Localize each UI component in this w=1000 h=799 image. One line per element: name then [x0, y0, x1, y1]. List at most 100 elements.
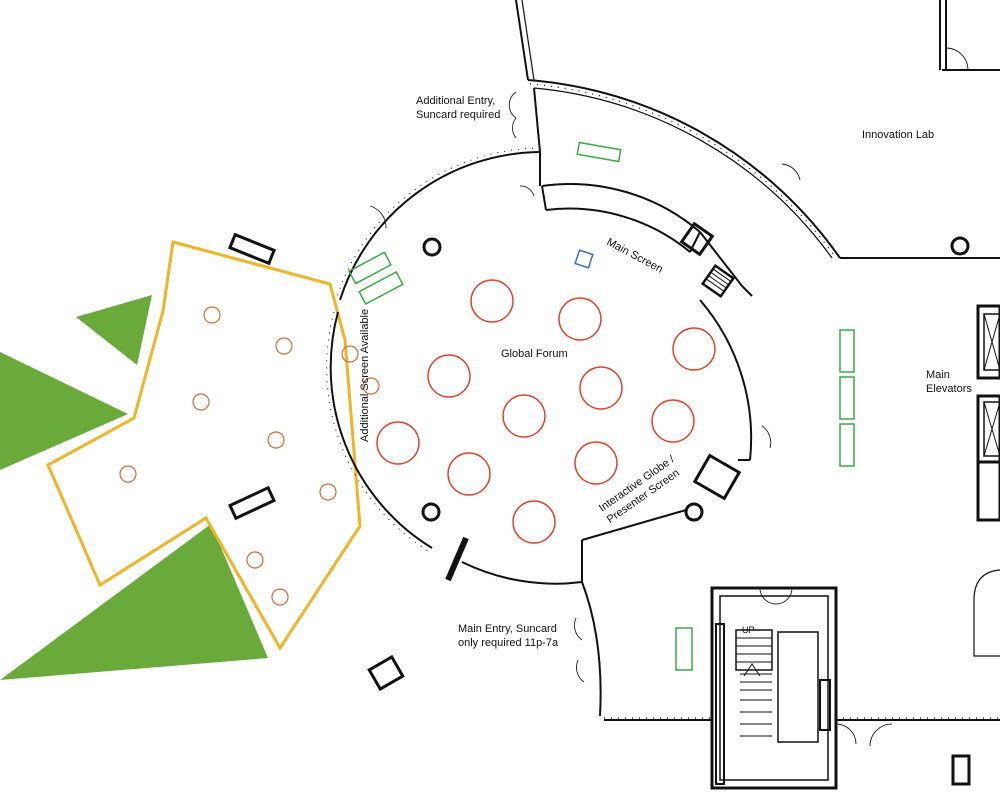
- lab-west-vertical: [533, 87, 541, 186]
- landscape-triangle-large: [0, 524, 268, 680]
- door-swing-icon: [759, 587, 793, 605]
- north-vertical-wall: [939, 0, 947, 70]
- rotunda-wall: [329, 151, 541, 549]
- outdoor-seat: [362, 377, 380, 395]
- innovation-lab-label: Innovation Lab: [862, 129, 934, 141]
- hall-screen: [839, 423, 855, 467]
- stair-up-label: UP: [742, 625, 755, 635]
- podium: [574, 249, 594, 269]
- interactive-globe-label: Interactive Globe / Presenter Screen: [597, 452, 688, 526]
- stair-icon: [736, 637, 772, 737]
- stair-block: [777, 631, 819, 743]
- main-entry-label-line1: Main Entry, Suncard: [458, 623, 557, 635]
- table: [512, 500, 556, 544]
- main-entry-wall: [581, 581, 602, 717]
- bench: [367, 654, 405, 692]
- outdoor-seat: [271, 588, 289, 606]
- stairwell-inner: [719, 595, 829, 781]
- outdoor-patio-boundary: [46, 240, 362, 651]
- additional-entry-label-line1: Additional Entry,: [416, 95, 495, 107]
- table: [427, 354, 471, 398]
- bench: [227, 232, 277, 266]
- stairwell-outer: [710, 586, 838, 790]
- innovation-lab-room: [508, 0, 1000, 259]
- stair-block: [735, 629, 773, 671]
- door-swing-icon: [508, 91, 517, 139]
- additional-screen: [348, 251, 392, 285]
- door-swing-icon: [835, 723, 857, 745]
- stair-railing: [819, 679, 831, 731]
- additional-screen-label: Additional Screen Available: [359, 309, 371, 442]
- door-swing-icon: [369, 205, 387, 229]
- outdoor-seat: [119, 465, 137, 483]
- forum-south-wall: [581, 459, 750, 582]
- table: [502, 394, 546, 438]
- table: [651, 399, 695, 443]
- stair-railing: [715, 623, 725, 785]
- table: [558, 297, 602, 341]
- additional-entry-label: Additional Entry, Suncard required: [416, 95, 500, 121]
- table: [447, 452, 491, 496]
- lab-curved-wall-ticks: [529, 83, 837, 259]
- table: [574, 441, 618, 485]
- additional-screen: [358, 270, 404, 306]
- rotunda-wall-bottom: [461, 561, 583, 585]
- grate-icon: [700, 263, 736, 299]
- main-screen-label: Main Screen: [605, 236, 665, 276]
- door-swing-icon: [781, 163, 801, 181]
- corridor-screen: [675, 627, 693, 671]
- table: [672, 327, 716, 371]
- outdoor-seat: [275, 337, 293, 355]
- forum-east-wall: [699, 231, 753, 297]
- main-screen-wall-inner: [545, 207, 691, 253]
- outdoor-seating: [119, 306, 380, 606]
- lab-curved-wall: [527, 79, 841, 259]
- global-forum-room: [326, 147, 970, 585]
- door-swing-icon: [869, 723, 893, 747]
- outdoor-seat: [246, 551, 264, 569]
- stairwell-area: [573, 581, 1000, 790]
- hall-screen: [839, 376, 855, 420]
- column-circle-icon: [684, 502, 704, 522]
- outdoor-seat: [203, 306, 221, 324]
- elevator-shafts: [976, 304, 1000, 522]
- door-swing-icon: [573, 617, 585, 683]
- door-swing-icon: [945, 47, 969, 71]
- main-screen-wall: [541, 183, 701, 233]
- outdoor-benches: [227, 232, 971, 786]
- door-panel: [445, 536, 469, 582]
- outdoor-seat: [192, 393, 210, 411]
- landscape-triangle-small: [76, 295, 152, 365]
- northwest-wall: [515, 0, 529, 81]
- main-elevators-label-line2: Elevators: [926, 383, 972, 395]
- main-entry-label-line2: only required 11p-7a: [458, 637, 559, 649]
- landscape-group: [0, 295, 268, 680]
- forum-tables: [376, 279, 716, 544]
- main-elevators-label-line1: Main: [926, 369, 950, 381]
- bench: [228, 485, 276, 521]
- outdoor-seat: [267, 431, 285, 449]
- outdoor-seat: [319, 483, 337, 501]
- rotunda-wall-right: [699, 299, 753, 461]
- door-swing-icon: [519, 185, 535, 197]
- table: [376, 421, 420, 465]
- lab-screen: [576, 141, 622, 163]
- column-circle-icon: [422, 237, 442, 257]
- east-curved-wall: [973, 569, 1000, 657]
- elevator-area: [839, 304, 1000, 657]
- main-elevators-label: Main Elevators: [926, 369, 972, 395]
- landscape-triangle-left: [0, 352, 128, 470]
- bench: [951, 754, 971, 786]
- northwest-wall-inner: [521, 0, 535, 81]
- column-circle-icon: [950, 236, 970, 256]
- outdoor-seat: [341, 345, 359, 363]
- hall-screen: [839, 329, 855, 373]
- global-forum-label: Global Forum: [501, 348, 568, 360]
- additional-entry-label-line2: Suncard required: [416, 109, 500, 121]
- door-swing-icon: [761, 425, 772, 449]
- interactive-globe-box: [692, 453, 742, 501]
- equipment-box: [679, 221, 715, 257]
- lab-curved-wall-inner: [533, 87, 833, 259]
- table: [470, 279, 514, 323]
